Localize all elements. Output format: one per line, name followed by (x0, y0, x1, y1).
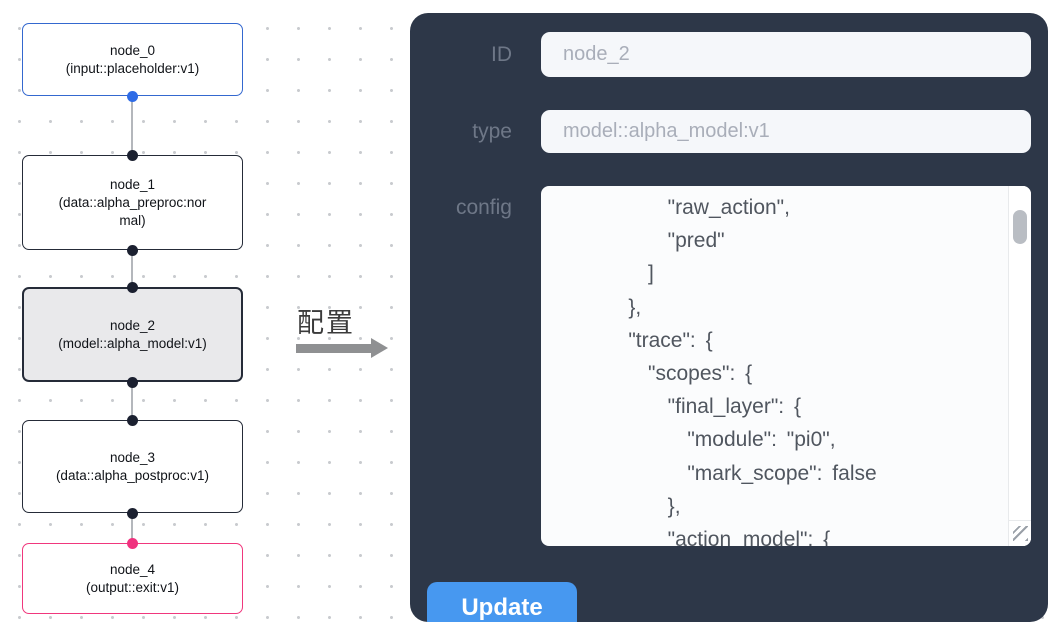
configure-arrow-head-icon (371, 338, 388, 358)
update-button[interactable]: Update (427, 582, 577, 622)
node-handle-bottom[interactable] (126, 376, 138, 388)
node-handle-bottom[interactable] (126, 90, 138, 102)
resize-grip-icon[interactable] (1013, 526, 1028, 541)
node-handle-top[interactable] (126, 414, 138, 426)
node-subtitle: (output::exit:v1) (85, 579, 180, 595)
node-handle-top[interactable] (126, 281, 138, 293)
scrollbar-thumb[interactable] (1013, 210, 1027, 244)
node-title: node_3 (109, 449, 156, 465)
node-handle-bottom[interactable] (126, 507, 138, 519)
node-title: node_0 (109, 42, 156, 58)
configure-arrow-label: 配置 (297, 308, 355, 338)
node-title: node_4 (109, 561, 156, 577)
config-label: config (455, 196, 512, 219)
node-title: node_2 (109, 317, 156, 333)
node-subtitle: (model::alpha_model:v1) (58, 335, 207, 351)
node-subtitle: (input::placeholder:v1) (65, 60, 200, 76)
config-json-text[interactable]: "raw_action", "pred" ] }, "trace": { "sc… (628, 196, 877, 546)
type-input[interactable]: model::alpha_model:v1 (541, 110, 1031, 153)
configure-arrow (296, 344, 372, 353)
flow-edge (131, 382, 133, 420)
id-label: ID (491, 43, 512, 66)
node-title: node_1 (109, 176, 156, 192)
id-input[interactable]: node_2 (541, 32, 1031, 77)
vertical-scrollbar[interactable] (1008, 186, 1031, 546)
scrollbar-corner (1009, 520, 1031, 546)
node-subtitle: (data::alpha_postproc:v1) (55, 467, 210, 483)
flow-node-node_2[interactable]: node_2(model::alpha_model:v1) (22, 287, 243, 382)
type-label: type (472, 120, 512, 143)
flow-node-node_0[interactable]: node_0(input::placeholder:v1) (22, 23, 243, 96)
node-handle-top[interactable] (126, 537, 138, 549)
config-textarea[interactable]: "raw_action", "pred" ] }, "trace": { "sc… (541, 186, 1031, 546)
flow-node-node_4[interactable]: node_4(output::exit:v1) (22, 543, 243, 614)
node-handle-top[interactable] (126, 149, 138, 161)
node-config-panel: ID node_2 type model::alpha_model:v1 con… (410, 13, 1048, 622)
flow-edge (131, 512, 133, 543)
flow-edge (131, 250, 133, 287)
flow-edge (131, 95, 133, 155)
flow-node-node_3[interactable]: node_3(data::alpha_postproc:v1) (22, 420, 243, 513)
node-handle-bottom[interactable] (126, 244, 138, 256)
flow-node-node_1[interactable]: node_1(data::alpha_preproc:normal) (22, 155, 243, 250)
node-subtitle: (data::alpha_preproc:normal) (58, 194, 207, 228)
